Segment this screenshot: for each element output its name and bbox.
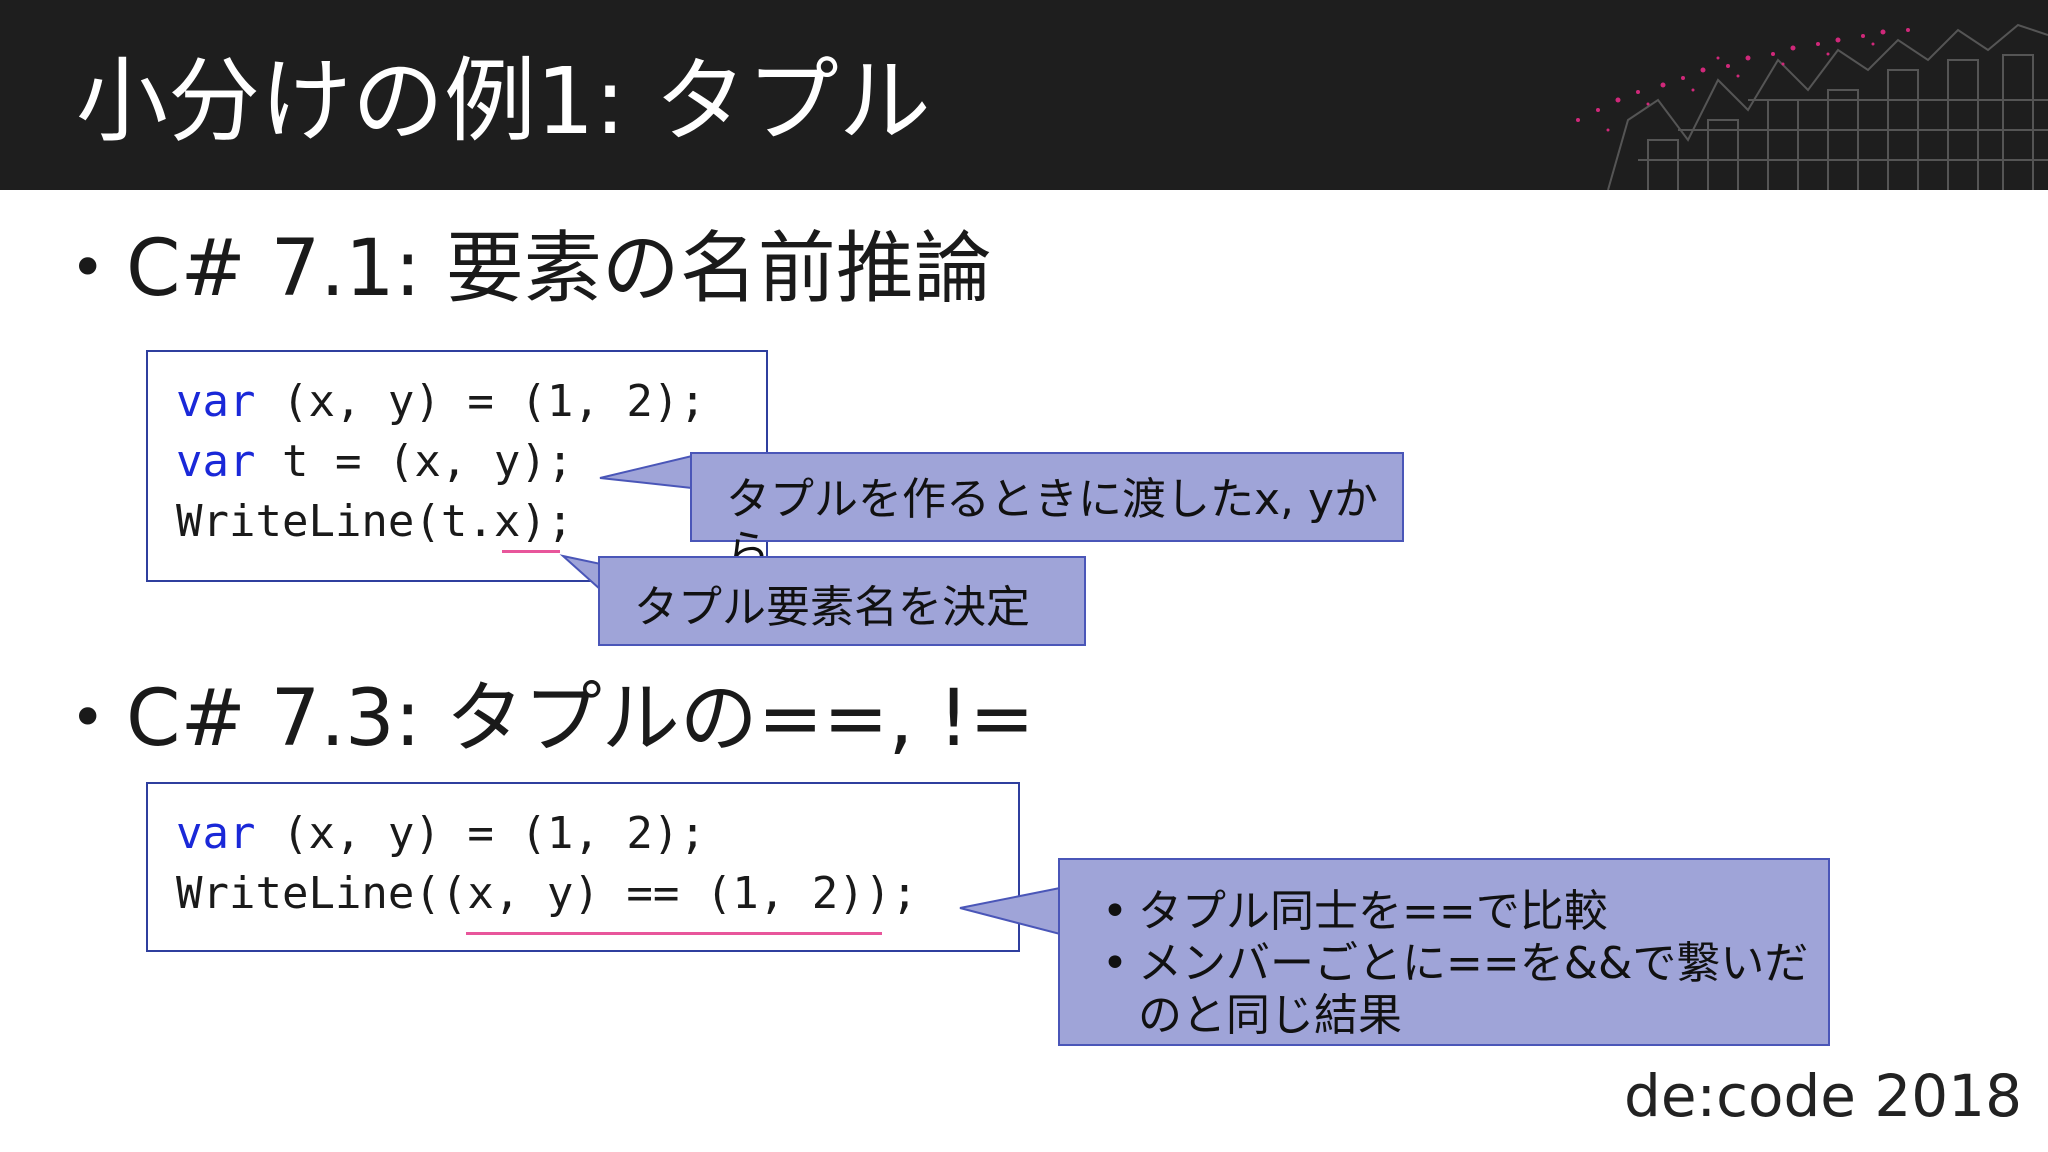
keyword: var bbox=[176, 436, 256, 487]
bullet-dot: • bbox=[70, 682, 106, 753]
callout-pointer bbox=[599, 454, 693, 490]
slide-header: 小分けの例1: タプル bbox=[0, 0, 2048, 190]
code-text: WriteLine((x, y) == (1, 2)); bbox=[176, 868, 918, 919]
code-line: WriteLine((x, y) == (1, 2)); bbox=[176, 864, 1018, 924]
bullet-dot: • bbox=[70, 232, 106, 303]
callout-list: •タプル同士を==で比較 •メンバーごとに==を&&で繋いだのと同じ結果 bbox=[1080, 886, 1828, 1042]
keyword: var bbox=[176, 808, 256, 859]
keyword: var bbox=[176, 376, 256, 427]
bullet-csharp-7-1: • C# 7.1: 要素の名前推論 bbox=[70, 226, 992, 317]
code-line: var (x, y) = (1, 2); bbox=[176, 804, 1018, 864]
code-text: WriteLine(t.x); bbox=[176, 496, 574, 547]
bullet-text: C# 7.1: 要素の名前推論 bbox=[126, 224, 992, 314]
callout-element-name: タプル要素名を決定 bbox=[598, 556, 1086, 646]
slide-title: 小分けの例1: タプル bbox=[76, 48, 931, 155]
list-bullet: • bbox=[1102, 938, 1128, 989]
code-block-tuple-equality: var (x, y) = (1, 2);WriteLine((x, y) == … bbox=[146, 782, 1020, 952]
list-bullet: • bbox=[1102, 886, 1128, 937]
callout-text: タプルを作るときに渡したx, yから bbox=[726, 474, 1379, 577]
callout-pointer bbox=[959, 886, 1061, 936]
callout-list-item: •タプル同士を==で比較 bbox=[1102, 886, 1608, 937]
code-line: WriteLine(t.x); bbox=[176, 492, 766, 552]
code-text: (x, y) = (1, 2); bbox=[255, 376, 706, 427]
city-skyline-graphic bbox=[1576, 23, 2048, 190]
callout-tuple-compare: •タプル同士を==で比較 •メンバーごとに==を&&で繋いだのと同じ結果 bbox=[1058, 858, 1830, 1046]
bullet-text: C# 7.3: タプルの==, != bbox=[126, 674, 1035, 764]
highlight-underline-comparison bbox=[466, 932, 882, 935]
code-text: (x, y) = (1, 2); bbox=[255, 808, 706, 859]
footer-brand: de:code 2018 bbox=[1624, 1062, 2022, 1130]
callout-text: タプル要素名を決定 bbox=[634, 582, 1030, 633]
highlight-underline-t-x bbox=[502, 550, 560, 553]
code-line: var t = (x, y); bbox=[176, 432, 766, 492]
callout-list-item: •メンバーごとに==を&&で繋いだのと同じ結果 bbox=[1102, 938, 1809, 1041]
code-line: var (x, y) = (1, 2); bbox=[176, 372, 766, 432]
bullet-csharp-7-3: • C# 7.3: タプルの==, != bbox=[70, 676, 1035, 767]
callout-from-xy: タプルを作るときに渡したx, yから bbox=[690, 452, 1404, 577]
code-text: t = (x, y); bbox=[255, 436, 574, 487]
